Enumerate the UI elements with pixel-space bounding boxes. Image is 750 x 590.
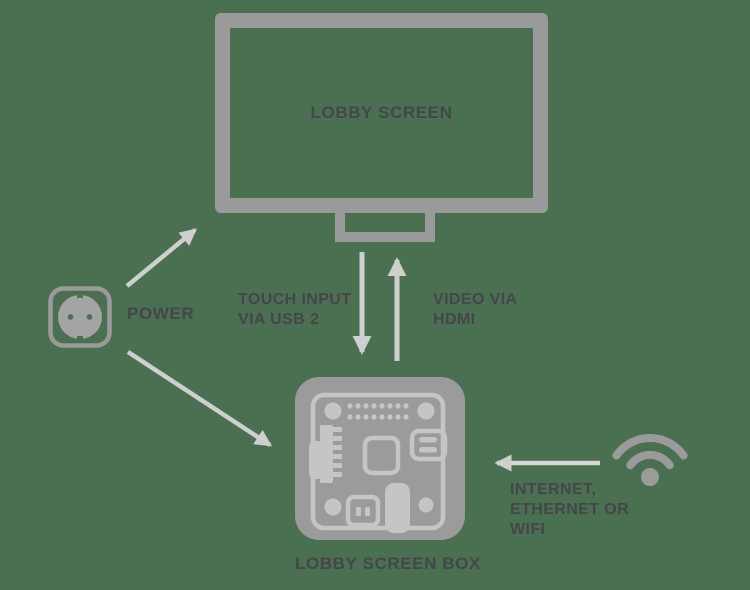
monitor-stand (335, 213, 435, 242)
video-hdmi-label: VIDEO VIA HDMI (433, 291, 518, 328)
lobby-screen-box (295, 377, 465, 540)
power-outlet-icon (48, 286, 112, 348)
arrow-power-to-box (126, 350, 273, 447)
lobby-screen-monitor: LOBBY SCREEN (215, 13, 548, 213)
touch-input-label: TOUCH INPUT VIA USB 2 (238, 291, 352, 328)
lobby-screen-box-label: LOBBY SCREEN BOX (295, 554, 481, 573)
circuit-board-icon (309, 392, 448, 533)
internet-label: INTERNET, ETHERNET OR WIFI (510, 481, 630, 538)
power-label: POWER (127, 304, 195, 323)
lobby-screen-label: LOBBY SCREEN (310, 103, 453, 122)
wifi-icon (612, 434, 688, 486)
arrow-power-to-screen (125, 228, 197, 288)
